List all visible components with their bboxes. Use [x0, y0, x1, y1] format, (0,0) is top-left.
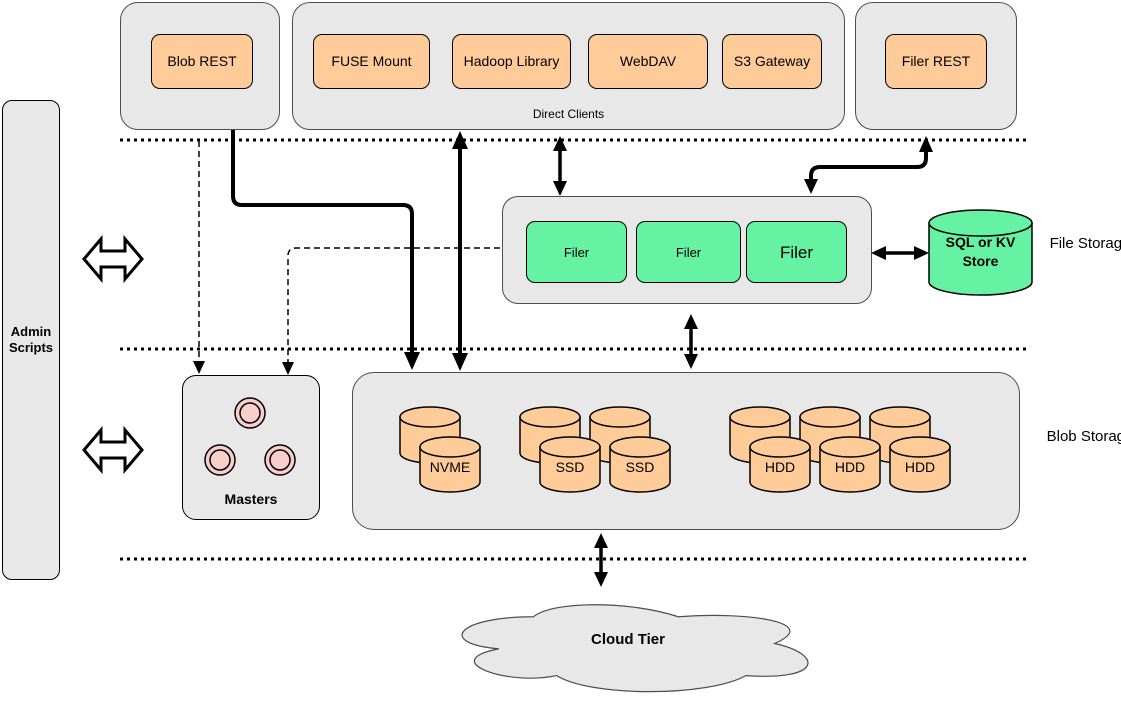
hollow-arrow-admin-filestorage: [82, 234, 144, 284]
file-storage-layer-label: File Storage: [1049, 235, 1121, 252]
sql-kv-store-label: SQL or KV Store: [945, 234, 1016, 269]
ssd-volume-label-2: SSD: [625, 459, 655, 475]
arrow-filer-sqlstore: [871, 246, 929, 260]
cloud-tier-label: Cloud Tier: [591, 631, 665, 648]
webdav-node: WebDAV: [588, 34, 708, 89]
blob-rest-node: Blob REST: [151, 34, 253, 89]
direct-clients-group: FUSE Mount Hadoop Library WebDAV S3 Gate…: [292, 2, 845, 130]
blob-storage-layer-label: Blob Storage: [1046, 428, 1121, 445]
filer-rest-group: Filer REST: [855, 2, 1017, 130]
masters-box: Masters: [182, 375, 320, 520]
hdd-volume-label-1: HDD: [764, 459, 796, 475]
filer-node-2: Filer: [636, 221, 741, 283]
arrow-filer-blobstorage: [684, 314, 698, 369]
filer-node-3: Filer: [746, 221, 847, 283]
fuse-mount-node: FUSE Mount: [313, 34, 430, 89]
arrow-blobstorage-cloud: [594, 533, 608, 587]
dashed-arrow-blobrest-masters: [193, 141, 205, 374]
arrow-clients-blobstorage: [452, 131, 468, 371]
arrow-blobrest-to-blobstorage: [231, 130, 420, 370]
hollow-arrow-admin-blobstorage: [82, 425, 144, 475]
dashed-arrow-filer-masters: [282, 247, 500, 375]
blob-storage-container: [352, 372, 1020, 530]
hdd-volume-label-3: HDD: [904, 459, 936, 475]
hdd-volume-label-2: HDD: [834, 459, 866, 475]
filer-rest-node: Filer REST: [885, 34, 987, 89]
cloud-tier-shape: [461, 604, 809, 693]
filer-cluster: Filer Filer Filer: [502, 196, 872, 304]
masters-label: Masters: [224, 491, 278, 507]
s3-gateway-node: S3 Gateway: [722, 34, 822, 89]
nvme-volume-label: NVME: [429, 459, 471, 475]
direct-clients-title: Direct Clients: [532, 107, 605, 121]
filer-node-1: Filer: [526, 221, 627, 283]
blob-rest-group: Blob REST: [120, 2, 280, 130]
arrow-filerrest-filer: [804, 136, 933, 194]
hadoop-library-node: Hadoop Library: [452, 34, 571, 89]
arrow-clients-filer: [553, 136, 567, 196]
admin-scripts-label: Admin Scripts: [8, 324, 54, 355]
ssd-volume-label-1: SSD: [555, 459, 585, 475]
admin-scripts-box: Admin Scripts: [2, 100, 60, 580]
